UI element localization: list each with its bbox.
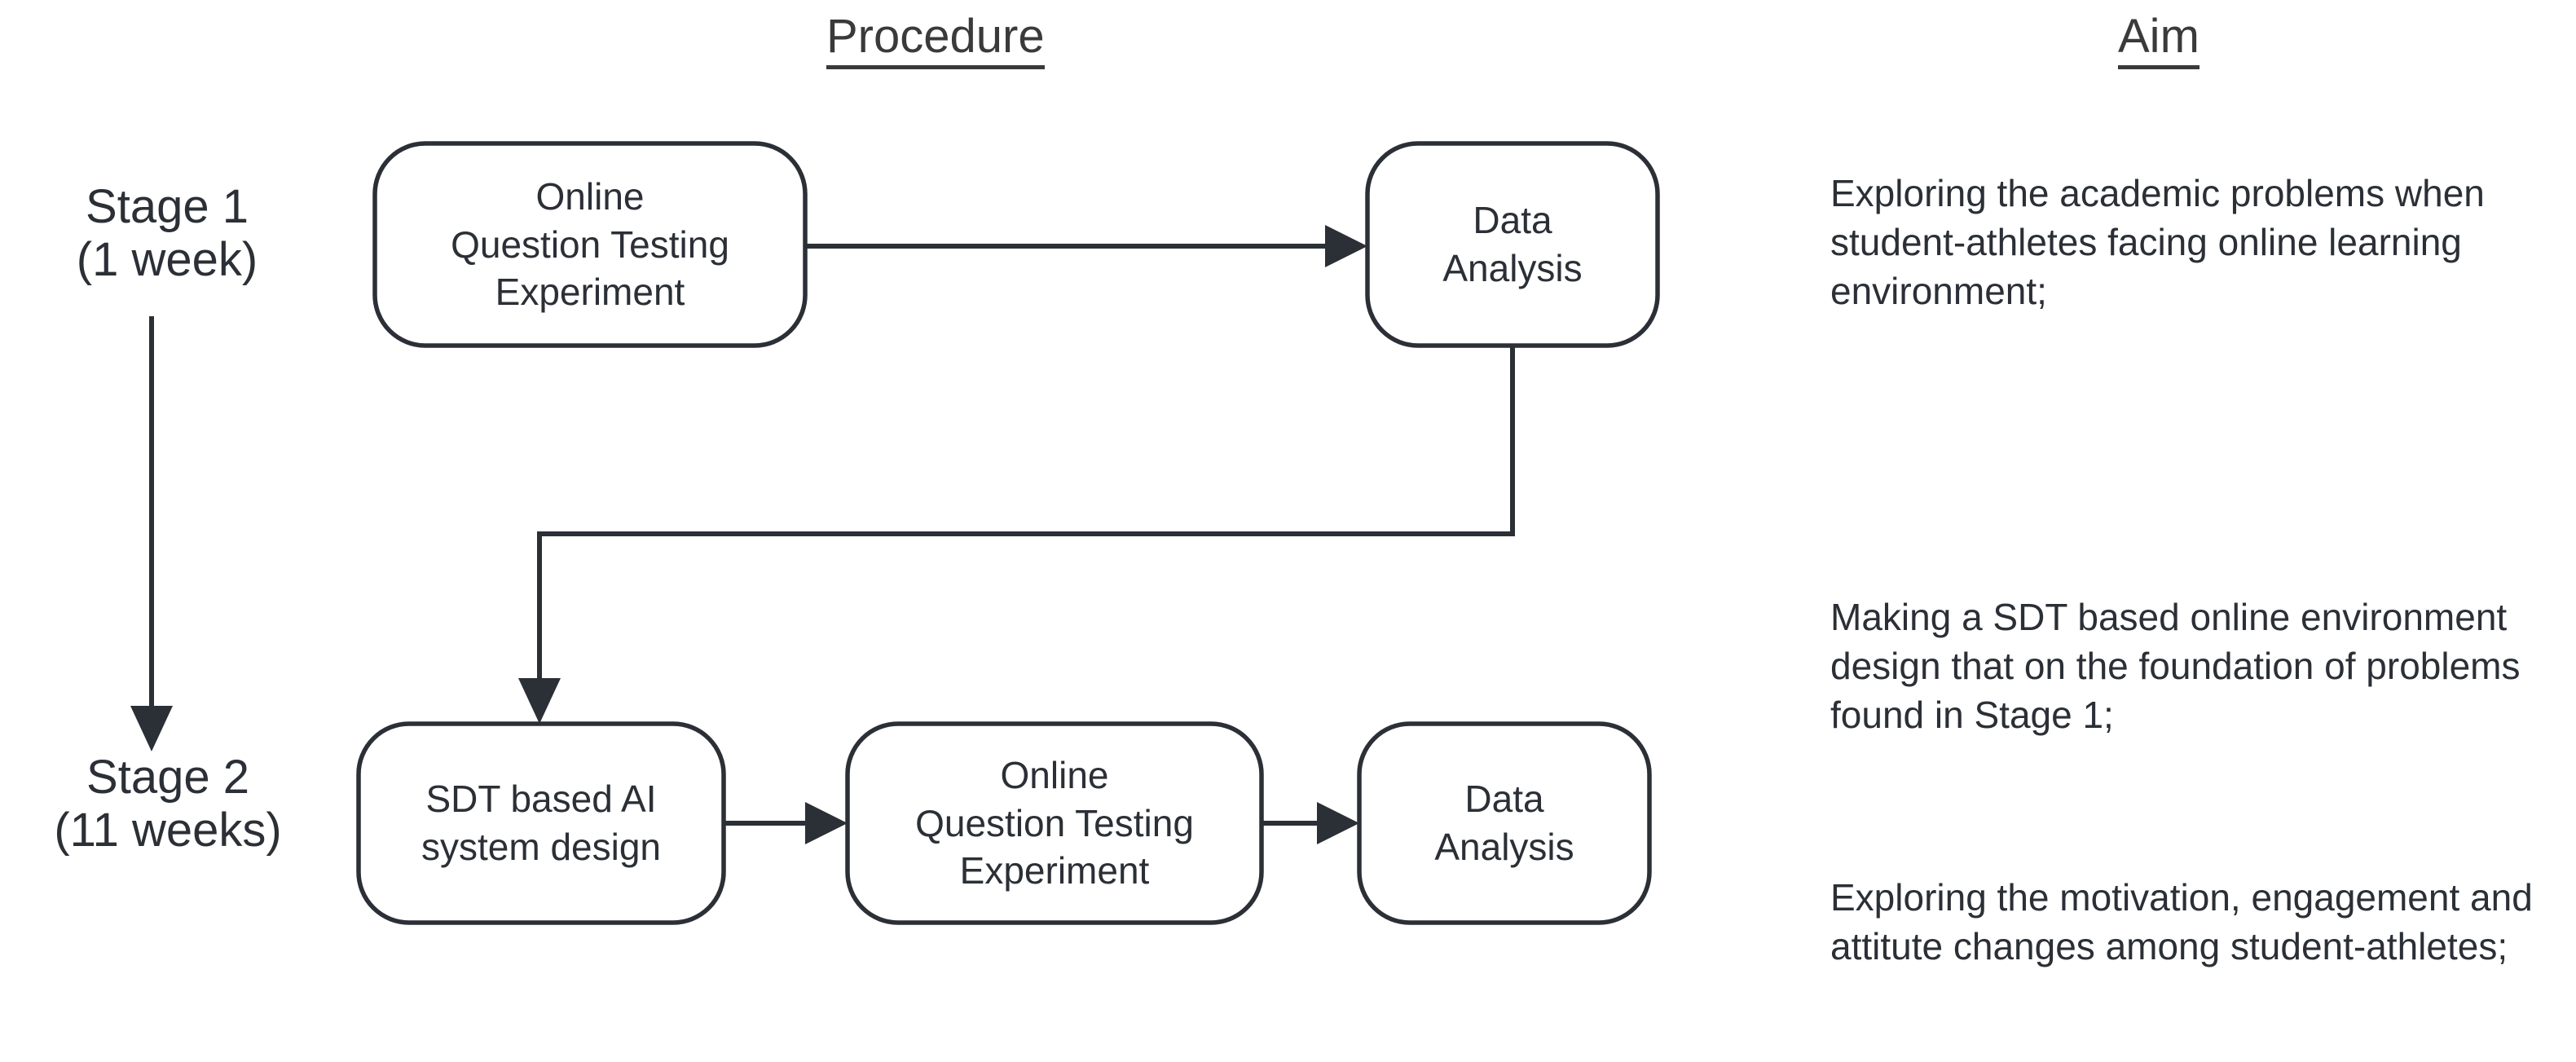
connector-s1-test-to-analysis — [805, 225, 1367, 267]
aim-paragraph-3: Exploring the motivation, engagement and… — [1830, 876, 2533, 967]
connector-s2-test-to-analysis — [1262, 802, 1359, 844]
stage-label-1-name: Stage 1 — [86, 180, 249, 233]
column-heading-aim: Aim — [2118, 13, 2200, 69]
aim-paragraph-2: Making a SDT based online environment de… — [1830, 596, 2521, 736]
stage-label-2: Stage 2 (11 weeks) — [23, 751, 313, 857]
stage-label-1: Stage 1 (1 week) — [33, 180, 302, 287]
node-s2-sdt-design-shape[interactable] — [356, 721, 726, 925]
node-s2-data-analysis-shape[interactable] — [1357, 721, 1652, 925]
connector-s1-analysis-to-s2-design — [518, 346, 1515, 724]
stage-label-1-duration: (1 week) — [76, 232, 258, 286]
column-heading-procedure-text: Procedure — [826, 13, 1045, 69]
arrow-head-icon — [805, 802, 848, 844]
node-s2-online-test-shape[interactable] — [845, 721, 1264, 925]
node-s1-data-analysis-shape[interactable] — [1365, 141, 1660, 348]
aim-paragraph-1: Exploring the academic problems when stu… — [1830, 172, 2485, 312]
arrow-head-icon — [1317, 802, 1359, 844]
connector-stage1-to-stage2 — [130, 316, 173, 751]
column-heading-procedure: Procedure — [826, 13, 1045, 69]
stage-label-2-duration: (11 weeks) — [54, 803, 282, 857]
node-s1-online-test-shape[interactable] — [372, 141, 808, 348]
arrow-head-icon — [518, 678, 561, 724]
arrow-head-icon — [130, 706, 173, 751]
arrow-head-icon — [1325, 225, 1367, 267]
stage-label-2-name: Stage 2 — [86, 751, 249, 804]
column-heading-aim-text: Aim — [2118, 13, 2200, 69]
connector-s2-design-to-test — [724, 802, 848, 844]
